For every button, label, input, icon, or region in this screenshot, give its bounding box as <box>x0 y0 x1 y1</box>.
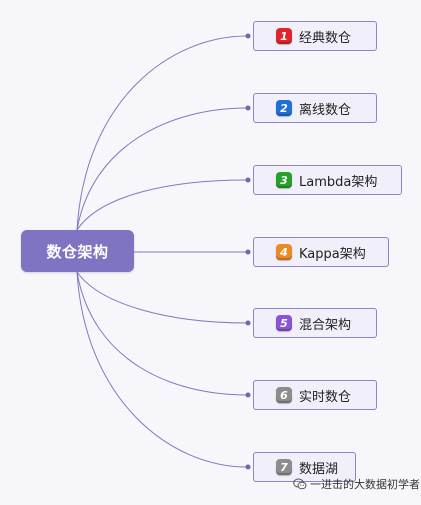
connector-line <box>76 271 248 324</box>
root-topic-label: 数仓架构 <box>46 242 109 261</box>
watermark-text: 一进击的大数据初学者 <box>310 478 420 491</box>
connector-line <box>76 35 248 231</box>
connector-dot <box>245 105 251 111</box>
connector-dot <box>245 464 251 470</box>
number-badge-icon: 3 <box>276 172 292 188</box>
number-badge-icon: 1 <box>276 28 292 44</box>
number-badge-icon: 2 <box>276 100 292 116</box>
branch-label: 离线数仓 <box>299 102 352 118</box>
branch-label: Kappa架构 <box>299 246 366 262</box>
connector-line <box>76 271 248 396</box>
branch-node-data-lake[interactable]: 数据湖 <box>253 452 356 482</box>
number-badge-icon: 4 <box>276 244 292 260</box>
branch-label: 实时数仓 <box>299 389 352 405</box>
branch-node-lambda[interactable]: Lambda架构 <box>253 165 402 195</box>
connector-line <box>76 107 248 231</box>
watermark: 一进击的大数据初学者 <box>293 476 420 492</box>
number-badge-icon: 5 <box>276 315 292 331</box>
branch-node-kappa[interactable]: Kappa架构 <box>253 237 389 267</box>
wechat-icon <box>293 478 307 490</box>
connector-dot <box>245 177 251 183</box>
branch-node-offline-dw[interactable]: 离线数仓 <box>253 93 377 123</box>
connector-line <box>76 179 248 231</box>
branch-label: Lambda架构 <box>299 174 378 190</box>
root-topic-node[interactable]: 数仓架构 <box>21 230 134 272</box>
number-badge-icon: 7 <box>276 459 292 475</box>
branch-node-hybrid[interactable]: 混合架构 <box>253 308 377 338</box>
branch-label: 混合架构 <box>299 317 352 333</box>
branch-label: 数据湖 <box>299 461 339 477</box>
connector-dot <box>245 320 251 326</box>
branch-node-realtime-dw[interactable]: 实时数仓 <box>253 380 377 410</box>
connector-dot <box>245 392 251 398</box>
branch-label: 经典数仓 <box>299 30 352 46</box>
branch-node-classic-dw[interactable]: 经典数仓 <box>253 21 377 51</box>
connector-line <box>76 271 248 468</box>
connector-dot <box>245 249 251 255</box>
number-badge-icon: 6 <box>276 387 292 403</box>
connector-dot <box>245 33 251 39</box>
